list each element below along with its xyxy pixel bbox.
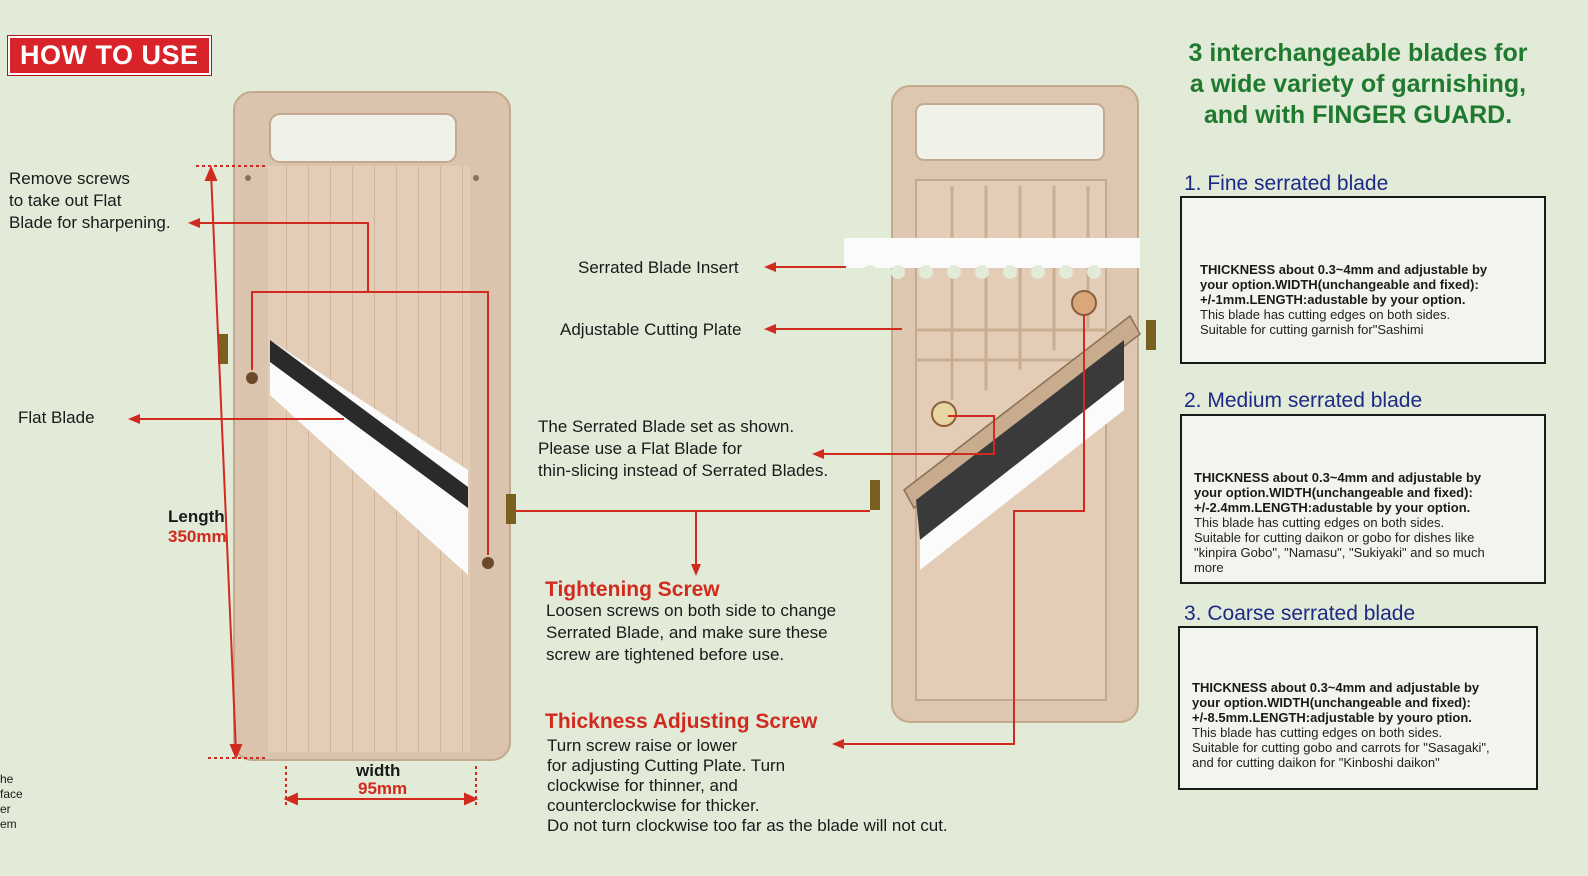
length-label: Length (168, 507, 225, 526)
edge-cropped-text: he face er em (0, 772, 23, 831)
thickness-screw-desc: Turn screw raise or lower for adjusting … (547, 736, 948, 835)
cutting-plate-label: Adjustable Cutting Plate (560, 320, 742, 339)
dimension-lines (196, 165, 479, 806)
right-panel-heading: 3 interchangeable blades for a wide vari… (1188, 39, 1528, 129)
coarse-blade-desc: THICKNESS about 0.3~4mm and adjustable b… (1192, 680, 1490, 770)
right-slicer-illustration (844, 85, 1156, 723)
pointer-lines (136, 222, 1085, 745)
width-label: width (356, 761, 401, 780)
medium-blade-box (1180, 414, 1546, 584)
serrated-teeth (863, 265, 1101, 279)
how-to-use-badge: HOW TO USE (8, 36, 211, 75)
tightening-screw-title: Tightening Screw (545, 578, 720, 601)
fine-blade-box (1180, 196, 1546, 364)
serrated-set-note: The Serrated Blade set as shown. Please … (538, 417, 829, 480)
left-slicer-illustration (218, 91, 516, 761)
remove-screws-label: Remove screws to take out Flat Blade for… (9, 169, 171, 232)
medium-blade-title: 2. Medium serrated blade (1184, 389, 1423, 412)
flat-blade-label: Flat Blade (18, 408, 95, 427)
thickness-screw-title: Thickness Adjusting Screw (545, 710, 818, 733)
length-value: 350mm (168, 527, 227, 546)
fine-blade-desc: THICKNESS about 0.3~4mm and adjustable b… (1200, 262, 1488, 337)
serrated-insert-label: Serrated Blade Insert (578, 258, 739, 277)
width-value: 95mm (358, 779, 408, 798)
tightening-screw-desc: Loosen screws on both side to change Ser… (546, 601, 837, 664)
fine-blade-title: 1. Fine serrated blade (1184, 172, 1389, 195)
coarse-blade-title: 3. Coarse serrated blade (1184, 602, 1416, 625)
coarse-blade-box (1178, 626, 1538, 790)
pointer-arrowheads (128, 218, 844, 749)
medium-blade-desc: THICKNESS about 0.3~4mm and adjustable b… (1194, 470, 1485, 575)
